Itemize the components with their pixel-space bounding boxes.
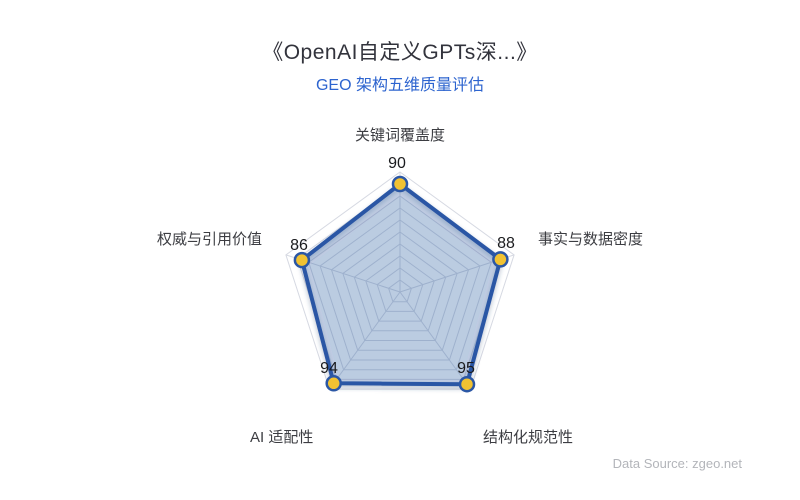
value-label-fact-density: 88 [497,235,515,252]
chart-title: 《OpenAI自定义GPTs深...》 [262,41,538,64]
value-label-ai-adaptability: 94 [320,360,338,377]
axis-label-authority-citation: 权威与引用价值 [156,231,262,248]
axis-label-structure-standard: 结构化规范性 [483,429,574,446]
value-label-structure-standard: 95 [457,360,475,377]
chart-subtitle: GEO 架构五维质量评估 [315,77,484,94]
axis-label-fact-density: 事实与数据密度 [538,231,644,248]
value-label-keyword-coverage: 90 [388,155,406,172]
axis-label-keyword-coverage: 关键词覆盖度 [354,127,446,144]
value-label-authority-citation: 86 [290,237,308,254]
axis-label-ai-adaptability: AI 适配性 [250,429,314,446]
data-source-note: Data Source: zgeo.net [612,456,742,471]
